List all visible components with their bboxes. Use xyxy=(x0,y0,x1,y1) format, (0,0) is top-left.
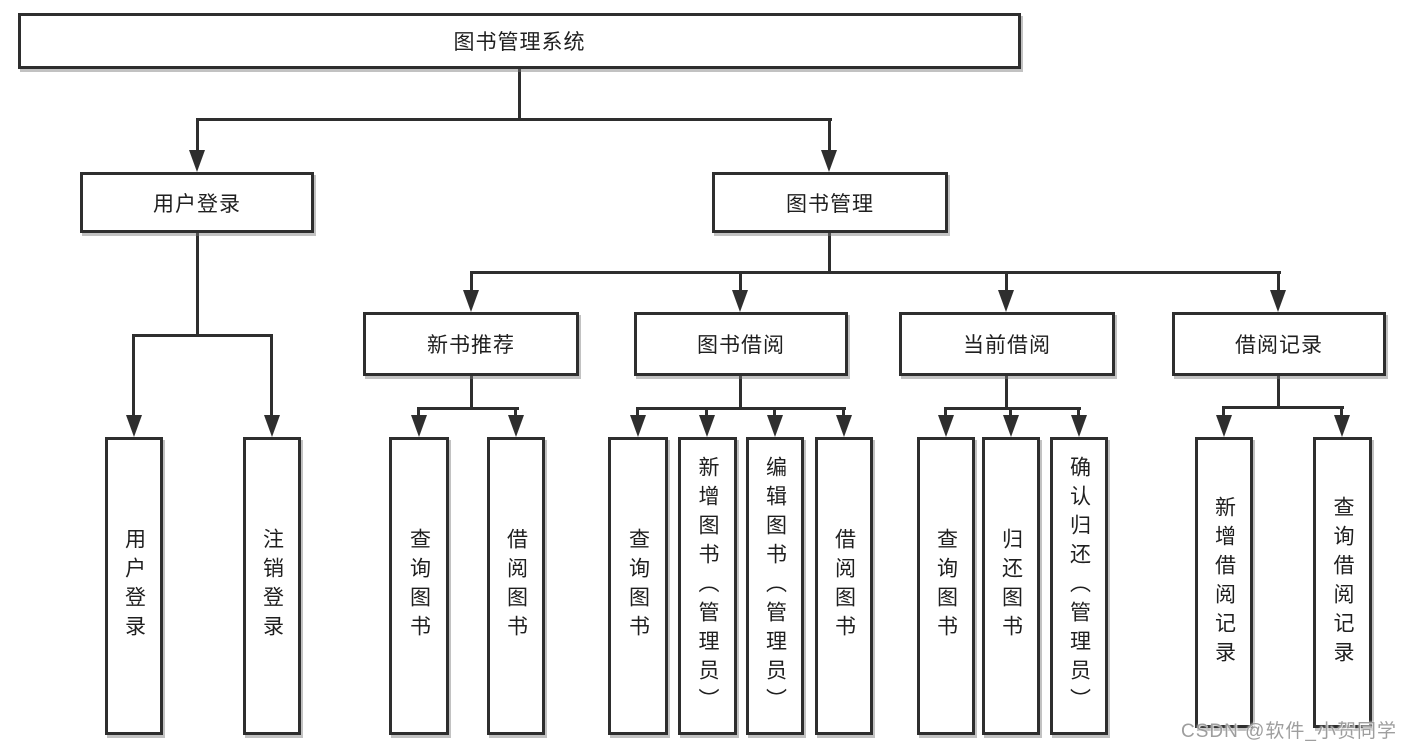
node-book-management: 图书管理 xyxy=(712,172,948,233)
connector-line xyxy=(132,334,135,418)
node-book-borrow-label: 图书借阅 xyxy=(697,334,785,357)
connector-line xyxy=(1222,406,1344,409)
node-logout-action: 注销登录 xyxy=(243,437,301,735)
node-logout-action-label: 注销登录 xyxy=(260,528,284,644)
connector-line xyxy=(470,271,473,293)
arrow-down-icon xyxy=(1071,415,1087,437)
connector-line xyxy=(1005,271,1008,293)
connector-line xyxy=(470,271,1281,274)
watermark-text: CSDN @软件_小贺同学 xyxy=(1181,721,1397,742)
connector-line xyxy=(705,407,708,419)
node-library-system: 图书管理系统 xyxy=(18,13,1021,69)
node-book-management-label: 图书管理 xyxy=(786,192,874,216)
arrow-down-icon xyxy=(1216,415,1232,437)
connector-line xyxy=(196,118,199,154)
node-user-login: 用户登录 xyxy=(80,172,314,233)
arrow-down-icon xyxy=(189,150,205,172)
node-query-borrow-record: 查询借阅记录 xyxy=(1313,437,1372,728)
node-return-books: 归还图书 xyxy=(982,437,1040,735)
node-add-books-admin: 新增图书（管理员） xyxy=(678,437,737,735)
node-borrow-books-recommend: 借阅图书 xyxy=(487,437,545,735)
arrow-down-icon xyxy=(1334,415,1350,437)
arrow-down-icon xyxy=(508,415,524,437)
arrow-down-icon xyxy=(264,415,280,437)
node-query-books-current: 查询图书 xyxy=(917,437,975,735)
node-borrow-records-label: 借阅记录 xyxy=(1235,334,1323,357)
node-add-borrow-record: 新增借阅记录 xyxy=(1195,437,1253,728)
arrow-down-icon xyxy=(126,415,142,437)
node-current-borrow-label: 当前借阅 xyxy=(963,334,1051,357)
node-new-book-recommend: 新书推荐 xyxy=(363,312,579,376)
node-confirm-return-admin: 确认归还（管理员） xyxy=(1050,437,1108,735)
arrow-down-icon xyxy=(1270,290,1286,312)
arrow-down-icon xyxy=(1003,415,1019,437)
arrow-down-icon xyxy=(732,290,748,312)
node-current-borrow: 当前借阅 xyxy=(899,312,1115,376)
node-add-books-admin-label: 新增图书（管理员） xyxy=(696,455,719,717)
connector-line xyxy=(739,376,742,410)
arrow-down-icon xyxy=(767,415,783,437)
node-book-borrow: 图书借阅 xyxy=(634,312,848,376)
connector-line xyxy=(1077,407,1080,419)
connector-line xyxy=(739,271,742,293)
node-return-books-label: 归还图书 xyxy=(999,528,1023,644)
connector-line xyxy=(1009,407,1012,419)
node-query-books-current-label: 查询图书 xyxy=(934,528,958,644)
connector-line xyxy=(196,233,199,336)
connector-line xyxy=(470,376,473,410)
connector-line xyxy=(417,407,420,419)
node-user-login-action: 用户登录 xyxy=(105,437,163,735)
connector-line xyxy=(1277,376,1280,409)
connector-line xyxy=(944,407,1081,410)
arrow-down-icon xyxy=(411,415,427,437)
node-edit-books-admin: 编辑图书（管理员） xyxy=(746,437,804,735)
node-add-borrow-record-label: 新增借阅记录 xyxy=(1212,495,1236,670)
node-new-book-recommend-label: 新书推荐 xyxy=(427,334,515,357)
connector-line xyxy=(133,334,273,337)
connector-line xyxy=(944,407,947,419)
connector-line xyxy=(842,407,845,419)
connector-line xyxy=(1222,406,1225,419)
node-user-login-label: 用户登录 xyxy=(153,192,241,216)
connector-line xyxy=(1340,406,1343,419)
arrow-down-icon xyxy=(463,290,479,312)
node-confirm-return-admin-label: 确认归还（管理员） xyxy=(1067,455,1091,717)
node-query-books-recommend-label: 查询图书 xyxy=(407,528,431,644)
connector-line xyxy=(514,407,517,419)
connector-line xyxy=(270,334,273,418)
node-edit-books-admin-label: 编辑图书（管理员） xyxy=(763,455,787,717)
connector-line xyxy=(636,407,639,419)
arrow-down-icon xyxy=(836,415,852,437)
node-query-books-borrow-label: 查询图书 xyxy=(626,528,650,644)
connector-line xyxy=(773,407,776,419)
node-borrow-records: 借阅记录 xyxy=(1172,312,1386,376)
connector-line xyxy=(196,118,832,121)
arrow-down-icon xyxy=(630,415,646,437)
arrow-down-icon xyxy=(998,290,1014,312)
node-borrow-books-recommend-label: 借阅图书 xyxy=(504,528,528,644)
connector-line xyxy=(518,68,521,120)
node-library-system-label: 图书管理系统 xyxy=(453,31,586,54)
connector-line xyxy=(828,233,831,274)
connector-line xyxy=(1277,271,1280,293)
node-query-books-recommend: 查询图书 xyxy=(389,437,449,735)
node-user-login-action-label: 用户登录 xyxy=(122,528,146,644)
connector-line xyxy=(636,407,846,410)
connector-line xyxy=(828,118,831,154)
connector-line xyxy=(1005,376,1008,410)
connector-line xyxy=(417,407,519,410)
node-borrow-books-borrow-label: 借阅图书 xyxy=(832,528,856,644)
arrow-down-icon xyxy=(699,415,715,437)
node-borrow-books-borrow: 借阅图书 xyxy=(815,437,873,735)
node-query-borrow-record-label: 查询借阅记录 xyxy=(1331,495,1354,670)
arrow-down-icon xyxy=(938,415,954,437)
arrow-down-icon xyxy=(821,150,837,172)
node-query-books-borrow: 查询图书 xyxy=(608,437,668,735)
